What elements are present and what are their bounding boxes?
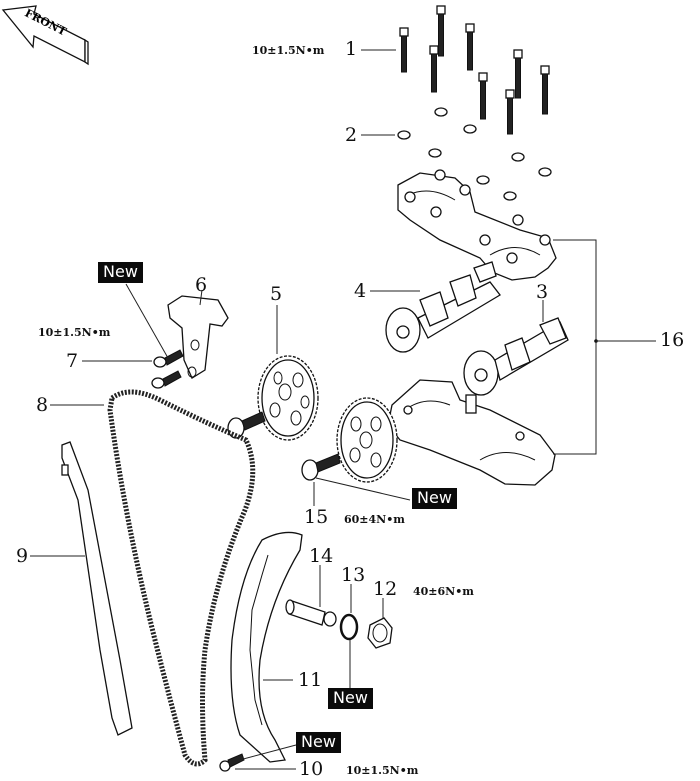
- callout-10: 10: [299, 758, 324, 780]
- new-badge-15: New: [412, 488, 457, 510]
- callout-4: 4: [354, 280, 367, 302]
- callout-15: 15: [304, 506, 329, 528]
- part-1-cam-cap-bolts: [399, 5, 550, 135]
- part-10-bolt: [219, 753, 245, 772]
- callout-9: 9: [16, 545, 29, 567]
- upper-cam-carrier: [397, 169, 557, 281]
- part-9-chain-guide: [61, 441, 133, 736]
- part-11-tensioner-guide: [230, 531, 303, 763]
- callout-5: 5: [270, 283, 283, 305]
- callout-6: 6: [195, 274, 208, 296]
- part-4-camshaft: [385, 261, 501, 353]
- callout-2: 2: [345, 124, 358, 146]
- part-14-tensioner-plunger: [285, 599, 337, 627]
- part-5-sprocket: [257, 355, 319, 441]
- torque-spec-15: 60±4N•m: [344, 513, 405, 526]
- new-badge-13: New: [328, 688, 373, 710]
- part-7-bolts: [151, 349, 184, 389]
- part-6-guide-bracket: [167, 295, 229, 379]
- part-8-timing-chain: [107, 389, 256, 767]
- callout-16: 16: [660, 329, 685, 351]
- callout-11: 11: [298, 669, 323, 691]
- part-13-o-ring: [339, 613, 359, 641]
- front-arrow-icon: FRONT: [1, 5, 89, 66]
- torque-spec-1: 10±1.5N•m: [252, 44, 325, 57]
- torque-spec-7: 10±1.5N•m: [38, 326, 111, 339]
- callout-3: 3: [536, 281, 549, 303]
- torque-spec-10: 10±1.5N•m: [346, 764, 419, 777]
- callout-8: 8: [36, 394, 49, 416]
- second-sprocket: [336, 397, 398, 483]
- callout-13: 13: [341, 564, 366, 586]
- new-badge-10: New: [296, 732, 341, 754]
- callout-12: 12: [373, 578, 398, 600]
- part-2-washers: [397, 107, 552, 201]
- torque-spec-12: 40±6N•m: [413, 585, 474, 598]
- part-3-camshaft: [463, 317, 569, 396]
- lower-cam-carrier: [387, 379, 556, 486]
- callout-1: 1: [345, 38, 358, 60]
- part-12-plug: [367, 617, 393, 649]
- new-badge-7: New: [98, 262, 143, 284]
- callout-7: 7: [66, 350, 79, 372]
- callout-14: 14: [309, 545, 334, 567]
- part-15-sprocket-bolt: [301, 453, 341, 481]
